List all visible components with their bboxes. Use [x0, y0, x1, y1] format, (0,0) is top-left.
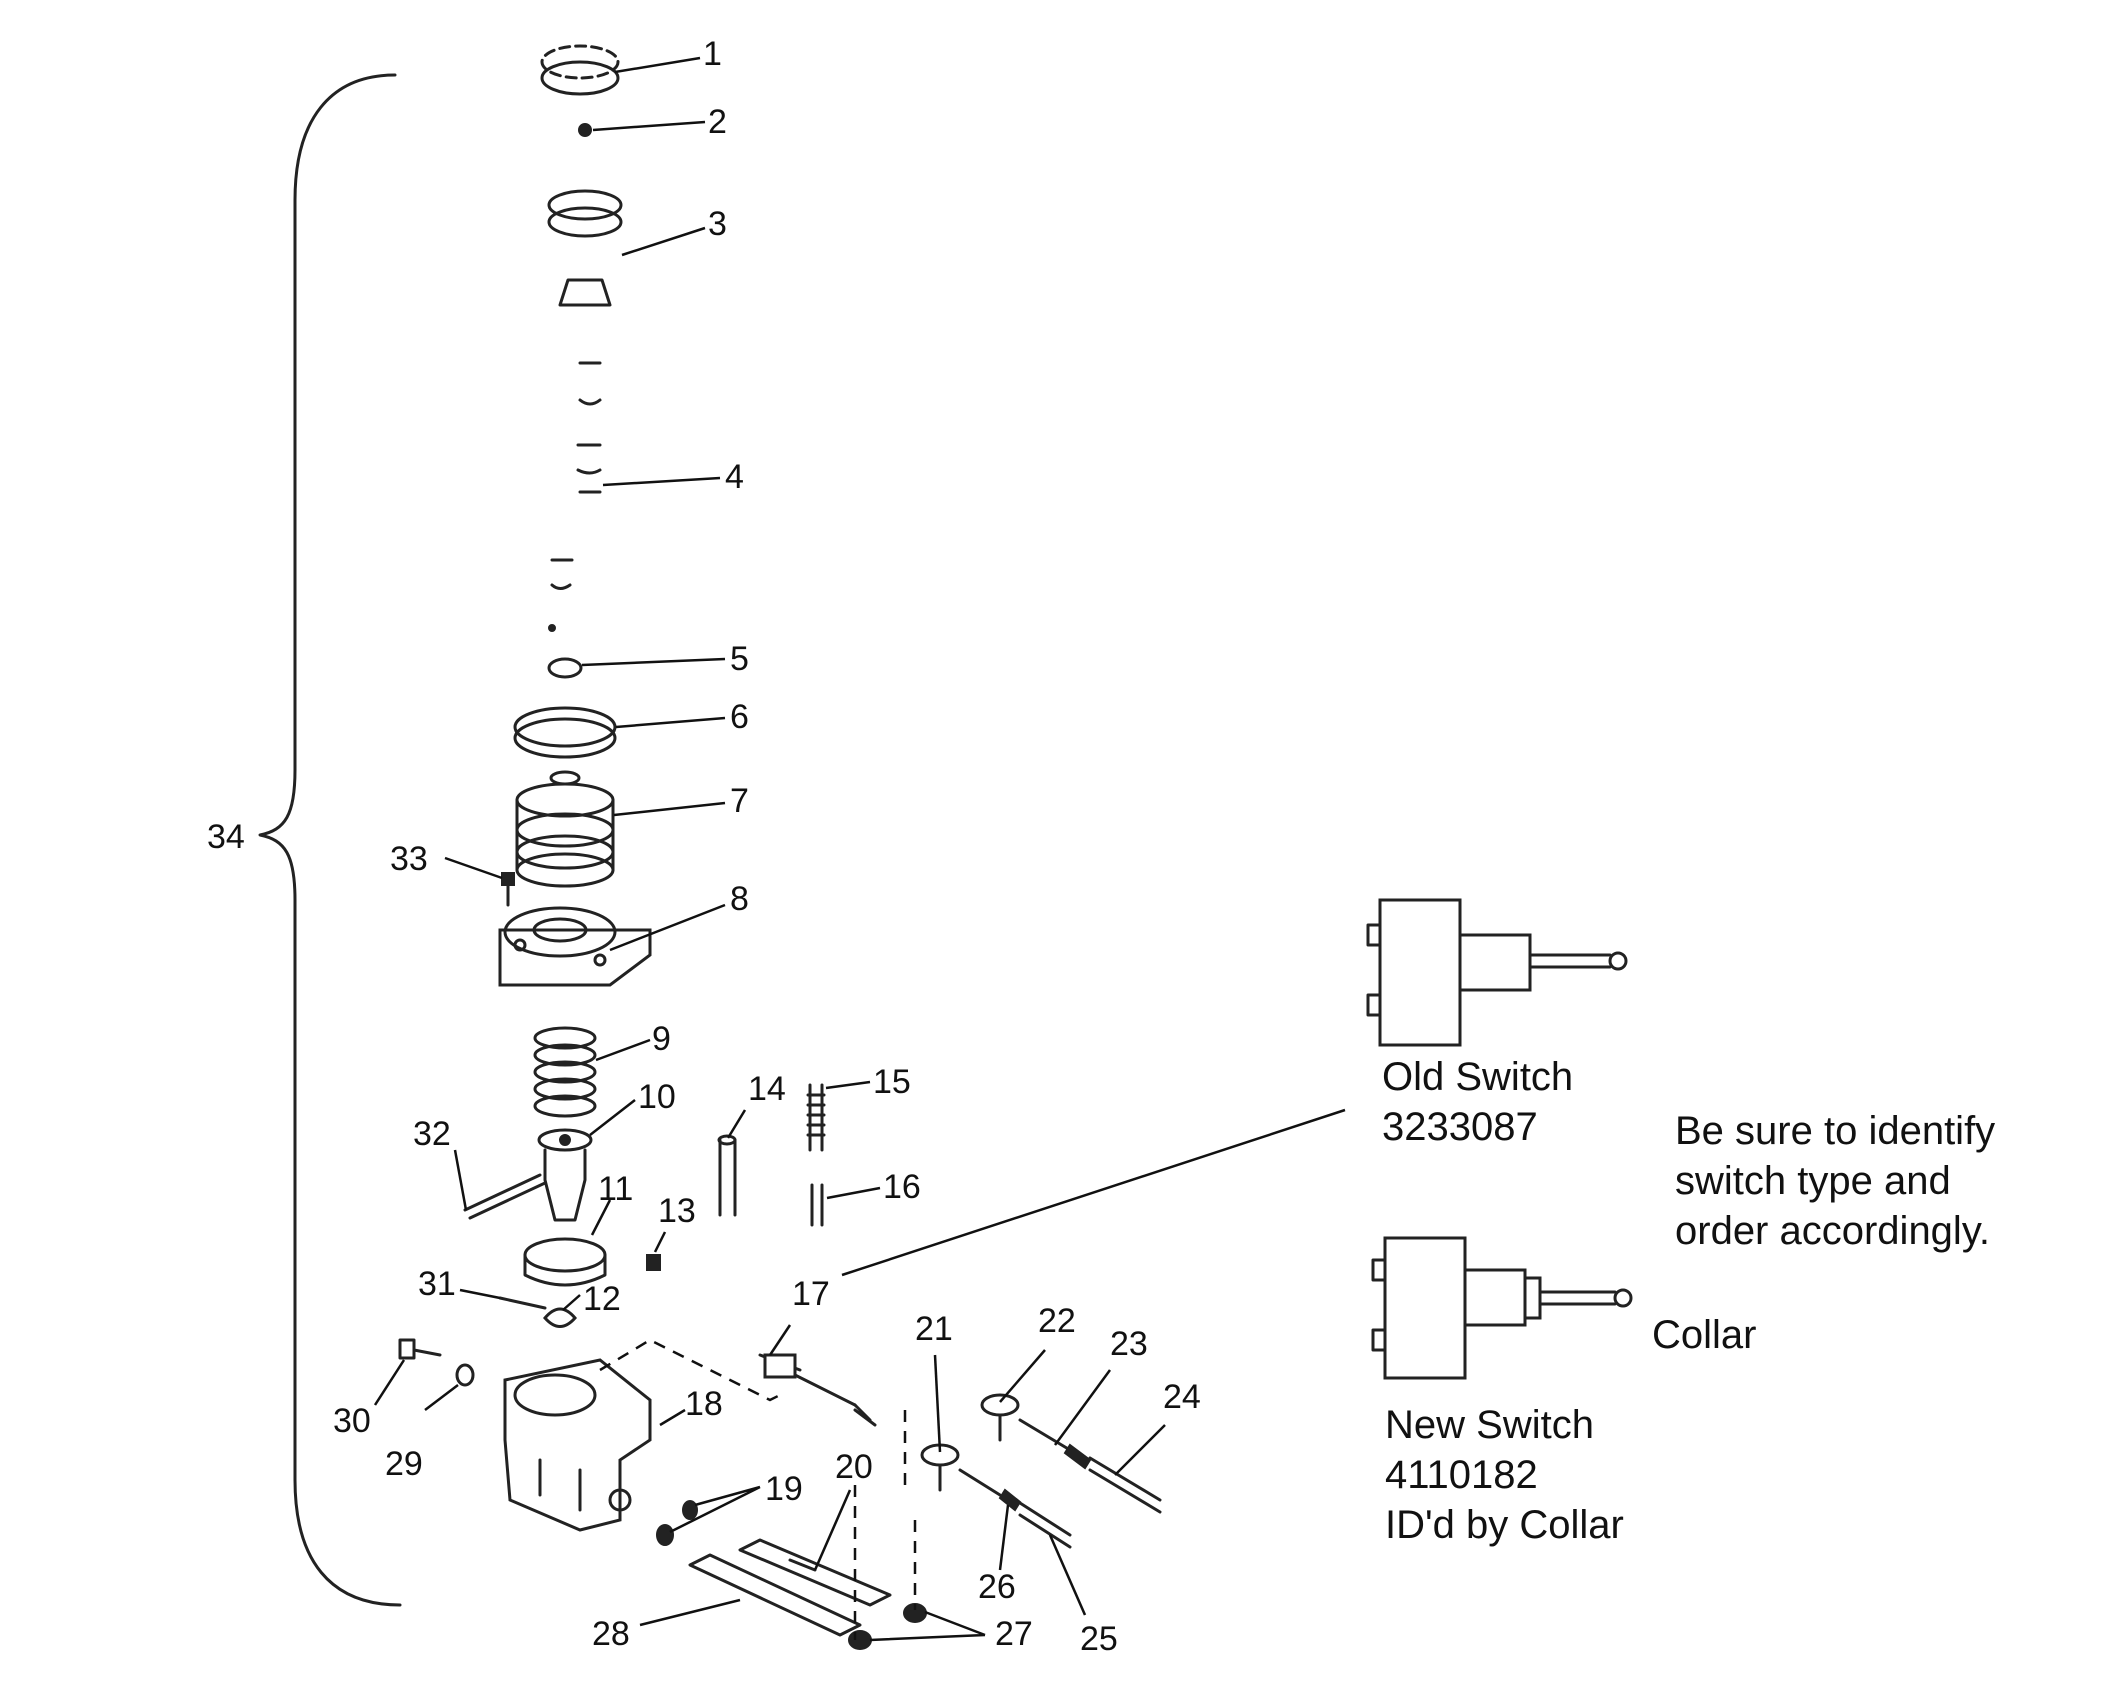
new-switch-label: New Switch	[1385, 1403, 1594, 1447]
callout-14: 14	[748, 1070, 786, 1108]
assembly-bracket	[258, 73, 402, 1607]
new-switch-part-number: 4110182	[1385, 1453, 1538, 1497]
part-bellows-spring	[533, 1026, 597, 1118]
part-set-screw	[646, 1254, 661, 1271]
callout-10: 10	[638, 1078, 676, 1116]
callout-20: 20	[835, 1448, 873, 1486]
callout-31: 31	[418, 1265, 456, 1303]
callout-12: 12	[583, 1280, 621, 1318]
part-spring-stack	[548, 361, 602, 632]
collar-icon	[1523, 1276, 1542, 1320]
callout-19: 19	[765, 1470, 803, 1508]
callout-1: 1	[703, 35, 722, 73]
part-cylinder-housing	[498, 906, 652, 987]
part-cap	[540, 44, 620, 96]
callout-8: 8	[730, 880, 749, 918]
callout-21: 21	[915, 1310, 953, 1348]
collar-label: Collar	[1652, 1313, 1757, 1357]
part-spring-rod	[806, 1083, 826, 1227]
new-switch-drawing	[1371, 1236, 1633, 1380]
callout-32: 32	[413, 1115, 451, 1153]
dashed-guide-brake	[853, 1485, 917, 1640]
callout-18: 18	[685, 1385, 723, 1423]
part-pin	[717, 1134, 737, 1217]
part-lever	[498, 1296, 577, 1328]
callout-23: 23	[1110, 1325, 1148, 1363]
callout-28: 28	[592, 1615, 630, 1653]
callout-33: 33	[390, 840, 428, 878]
part-brake-hose-lower	[958, 1468, 1072, 1549]
part-small-screw	[501, 872, 515, 907]
part-banjo-bolt	[920, 1443, 960, 1492]
callout-5: 5	[730, 640, 749, 678]
callout-numbers: 1 2 3 4 5 6 7 8 9 10 11 12 13 14 15 16 1…	[207, 35, 1201, 1658]
part-fittings	[656, 1500, 698, 1546]
new-switch-note: ID'd by Collar	[1385, 1503, 1624, 1547]
callout-29: 29	[385, 1445, 423, 1483]
part-brake-hose-upper	[1018, 1418, 1162, 1514]
callout-4: 4	[725, 458, 744, 496]
part-master-housing	[503, 1358, 652, 1532]
part-banjo-bolt-2	[980, 1393, 1020, 1442]
part-bolt-washer	[398, 1338, 475, 1387]
instruction-note: Be sure to identify switch type and orde…	[1675, 1109, 1996, 1253]
old-switch-part-number: 3233087	[1382, 1105, 1538, 1149]
callout-30: 30	[333, 1402, 371, 1440]
callout-17: 17	[792, 1275, 830, 1313]
callout-24: 24	[1163, 1378, 1201, 1416]
callout-13: 13	[658, 1192, 696, 1230]
leader-lines	[373, 56, 1346, 1642]
old-switch-drawing	[1366, 898, 1628, 1047]
part-rod	[463, 1173, 547, 1220]
callout-26: 26	[978, 1568, 1016, 1606]
callout-16: 16	[883, 1168, 921, 1206]
callout-25: 25	[1080, 1620, 1118, 1658]
part-large-ring	[513, 706, 617, 759]
part-stop-switch	[758, 1353, 877, 1427]
callout-27: 27	[995, 1615, 1033, 1653]
old-switch-label: Old Switch	[1382, 1055, 1574, 1099]
part-nuts	[848, 1603, 927, 1650]
dashed-guide-housing	[599, 1338, 781, 1402]
callout-6: 6	[730, 698, 749, 736]
callout-34: 34	[207, 818, 245, 856]
part-brake-links	[688, 1538, 892, 1637]
callout-7: 7	[730, 782, 749, 820]
part-piston	[515, 770, 615, 888]
callout-15: 15	[873, 1063, 911, 1101]
callout-22: 22	[1038, 1302, 1076, 1340]
part-o-ring	[547, 657, 583, 679]
callout-3: 3	[708, 205, 727, 243]
callout-11: 11	[598, 1170, 633, 1208]
callout-9: 9	[652, 1020, 671, 1058]
part-seal-cup	[547, 189, 623, 307]
callout-2: 2	[708, 103, 727, 141]
part-ball	[578, 123, 592, 137]
part-valve-body	[523, 1128, 607, 1287]
